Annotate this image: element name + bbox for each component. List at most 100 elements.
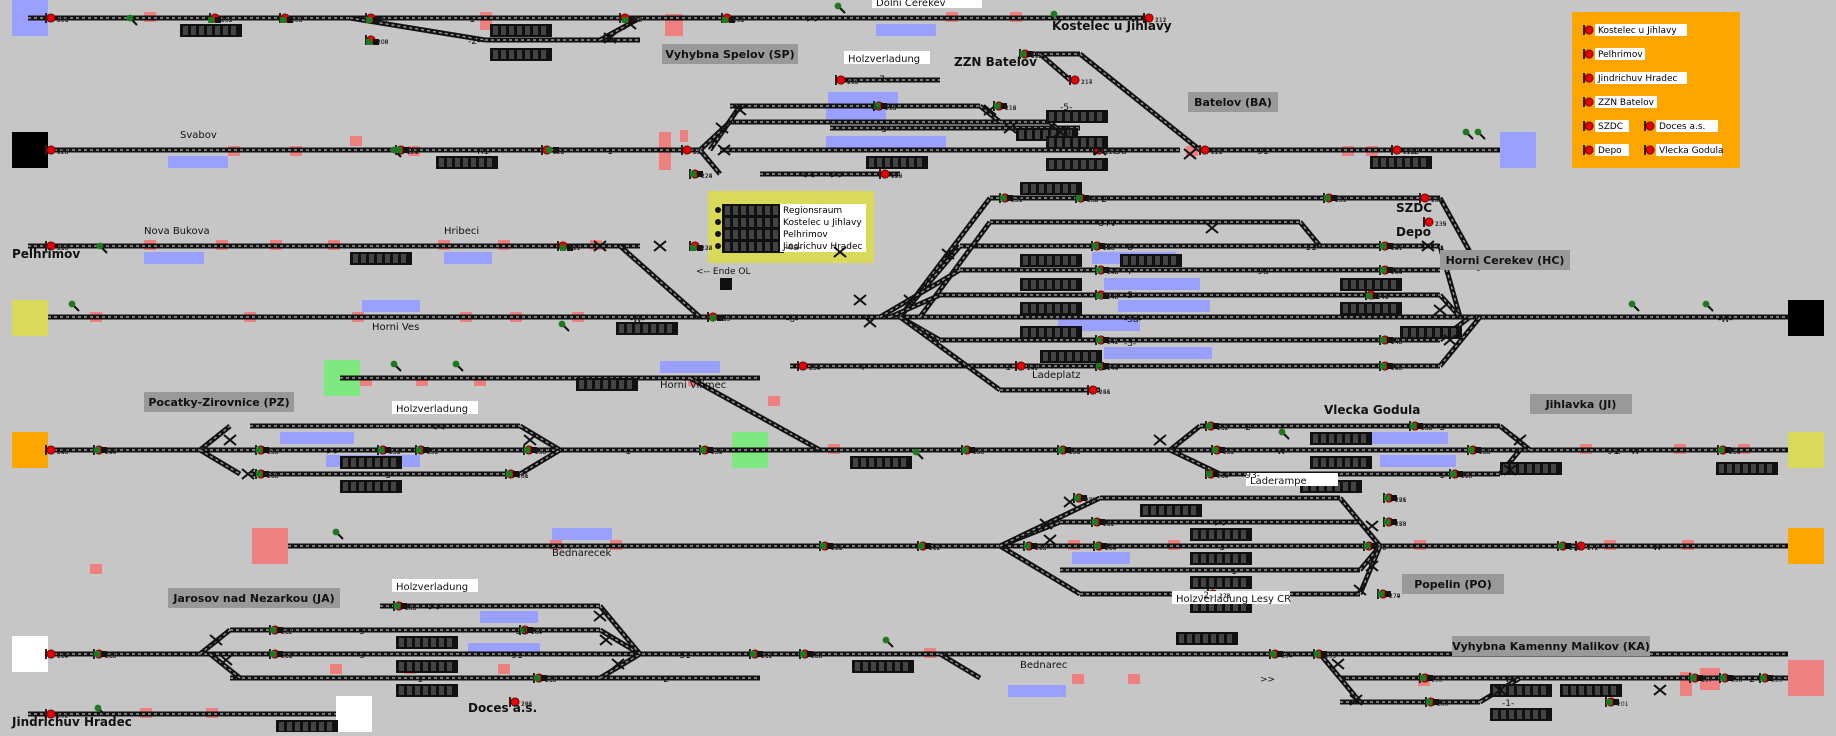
signal[interactable] (834, 74, 846, 86)
route-block[interactable] (1190, 552, 1252, 565)
switch-point[interactable] (223, 434, 237, 446)
route-block[interactable] (396, 684, 458, 697)
route-block[interactable] (490, 48, 552, 61)
route-block[interactable] (1310, 432, 1372, 445)
route-block[interactable] (1190, 528, 1252, 541)
route-block[interactable] (850, 456, 912, 469)
line-end-block[interactable] (1788, 300, 1824, 336)
switch-point[interactable] (1365, 520, 1379, 532)
line-end-block[interactable] (1788, 660, 1824, 696)
route-block[interactable] (436, 156, 498, 169)
route-block[interactable] (1190, 576, 1252, 589)
route-block[interactable] (340, 480, 402, 493)
legend-item[interactable]: Kostelec u Jihlavy (1582, 24, 1687, 36)
signal-number: 260 (267, 473, 279, 480)
route-block[interactable] (616, 322, 678, 335)
legend-item[interactable]: Doces a.s. (1643, 120, 1718, 132)
line-end-block[interactable] (1788, 528, 1824, 564)
line-end-block[interactable] (12, 132, 48, 168)
route-block[interactable] (276, 720, 338, 733)
route-block[interactable] (396, 660, 458, 673)
route-block[interactable] (1490, 708, 1552, 721)
route-block[interactable] (1046, 158, 1108, 171)
signal[interactable] (44, 12, 56, 24)
route-block[interactable] (1560, 684, 1622, 697)
switch-point[interactable] (1653, 684, 1667, 696)
switch-point[interactable] (653, 240, 667, 252)
destination-item[interactable]: Pelhrimov (715, 228, 866, 241)
line-end-block[interactable] (12, 636, 48, 672)
signal-number: 123 (57, 149, 69, 156)
route-block[interactable] (1020, 302, 1082, 315)
switch-point[interactable] (523, 434, 537, 446)
signal[interactable] (1086, 384, 1098, 396)
signal-number: 211 (1155, 17, 1167, 24)
route-block[interactable] (1176, 632, 1238, 645)
line-end-block[interactable] (1500, 132, 1536, 168)
signal[interactable] (44, 144, 56, 156)
line-end-block[interactable] (252, 528, 288, 564)
legend-item[interactable]: Depo (1582, 144, 1629, 156)
occupied-marker (1072, 674, 1084, 684)
track-label: -2- (660, 675, 672, 685)
route-block[interactable] (1040, 350, 1102, 363)
track-label: >> (1260, 675, 1275, 685)
legend-item[interactable]: Vlecka Godula (1643, 144, 1724, 156)
line-end-block[interactable] (336, 696, 372, 732)
signal-lamp (389, 359, 402, 372)
route-block[interactable] (180, 24, 242, 37)
route-block[interactable] (350, 252, 412, 265)
signal-number: 108 (377, 39, 389, 46)
signal[interactable] (1014, 360, 1026, 372)
signal[interactable] (1068, 74, 1080, 86)
legend-item[interactable]: SZDC (1582, 120, 1629, 132)
route-block[interactable] (340, 456, 402, 469)
track-label: >> (428, 603, 443, 613)
signal[interactable] (1198, 144, 1210, 156)
route-block[interactable] (490, 24, 552, 37)
route-block[interactable] (866, 156, 928, 169)
platform-highlight (1104, 278, 1200, 290)
route-block[interactable] (1046, 110, 1108, 123)
track-label: -2- (468, 37, 480, 47)
switch-point[interactable] (1331, 658, 1345, 670)
signal[interactable] (44, 444, 56, 456)
switch-point[interactable] (593, 610, 607, 622)
route-block[interactable] (852, 660, 914, 673)
route-block[interactable] (576, 378, 638, 391)
signal[interactable] (1390, 144, 1402, 156)
signal-number: 197 (1701, 677, 1713, 684)
switch-point[interactable] (1433, 304, 1447, 316)
track-label: -3- (878, 125, 890, 135)
signal[interactable] (44, 648, 56, 660)
legend-item[interactable]: ZZN Batelov (1582, 96, 1657, 108)
switch-point[interactable] (1153, 434, 1167, 446)
route-block[interactable] (1340, 302, 1402, 315)
switch-point[interactable] (853, 294, 867, 306)
signal[interactable] (878, 168, 890, 180)
route-block[interactable] (1370, 156, 1432, 169)
legend-item[interactable]: Jindrichuv Hradec (1582, 72, 1687, 84)
route-block[interactable] (1140, 504, 1202, 517)
signal[interactable] (680, 144, 692, 156)
route-block[interactable] (1340, 278, 1402, 291)
line-end-block[interactable] (1788, 432, 1824, 468)
signal-number: 119 (1005, 105, 1017, 112)
route-block[interactable] (396, 636, 458, 649)
route-block[interactable] (1120, 254, 1182, 267)
destination-item[interactable]: Regionsraum (715, 204, 866, 217)
route-block[interactable] (1310, 456, 1372, 469)
signal[interactable] (796, 360, 808, 372)
place-label-bg (1172, 591, 1290, 604)
line-end-block[interactable] (12, 432, 48, 468)
route-block[interactable] (1020, 326, 1082, 339)
legend-item[interactable]: Pelhrimov (1582, 48, 1645, 60)
route-block[interactable] (1020, 254, 1082, 267)
route-block[interactable] (1020, 182, 1082, 195)
line-end-block[interactable] (12, 300, 48, 336)
route-block[interactable] (1020, 278, 1082, 291)
destinations-panel: Regionsraum Kostelec u Jihlavy Pelhrimov… (708, 191, 874, 263)
route-block[interactable] (1716, 462, 1778, 475)
track-label: >> (806, 15, 821, 25)
destination-item[interactable]: Kostelec u Jihlavy (715, 216, 866, 229)
